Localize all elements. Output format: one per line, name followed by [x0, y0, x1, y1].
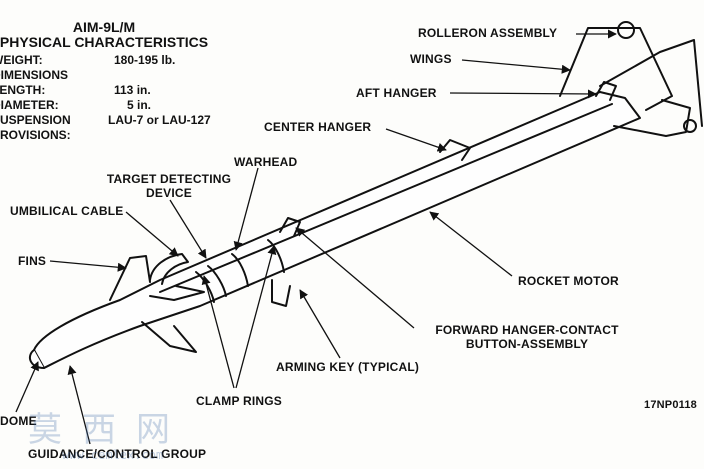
body-centerline: [159, 103, 613, 293]
leader-center-hanger: [385, 128, 447, 152]
label-wings: WINGS: [410, 52, 452, 66]
arming-key-shape: [271, 279, 291, 307]
label-forward-hanger-contact: FORWARD HANGER-CONTACT BUTTON-ASSEMBLY: [435, 323, 619, 351]
aft-hanger-shape: [595, 81, 617, 101]
label-warhead: WARHEAD: [234, 155, 298, 169]
fin-side: [149, 285, 205, 301]
label-guidance-control-group: GUIDANCE/CONTROL GROUP: [28, 447, 207, 461]
leader-clamp-rings-1: [201, 275, 235, 389]
specs-title: AIM-9L/M PHYSICAL CHARACTERISTICS: [0, 20, 210, 50]
leader-aft-hanger: [449, 89, 597, 99]
leader-rocket-motor: [429, 211, 513, 277]
label-fins: FINS: [18, 254, 47, 268]
leader-dome: [15, 361, 39, 413]
clamp-ring-2: [207, 265, 227, 297]
wing-lower: [613, 99, 691, 137]
umbilical-cable-shape: [149, 253, 189, 285]
label-clamp-rings: CLAMP RINGS: [196, 394, 282, 408]
rolleron-wheel-2: [683, 119, 697, 133]
label-rolleron-assembly: ROLLERON ASSEMBLY: [418, 26, 558, 40]
leader-arming-key: [299, 289, 341, 359]
specs-model: AIM-9L/M: [72, 19, 136, 35]
label-arming-key: ARMING KEY (TYPICAL): [276, 360, 420, 374]
watermark-url: www.cemlex.com: [62, 448, 164, 462]
leader-forward-hanger: [295, 227, 415, 329]
clamp-ring-1: [195, 271, 215, 303]
specs-heading: PHYSICAL CHARACTERISTICS: [0, 34, 209, 50]
watermark-text: 莫西网: [28, 410, 190, 450]
fin-upper: [109, 255, 151, 301]
label-target-detecting-device: TARGET DETECTING DEVICE: [106, 172, 232, 200]
leader-tdd: [169, 199, 207, 259]
leader-clamp-rings-2: [235, 245, 277, 389]
rolleron-wheel: [617, 21, 635, 39]
wing-strut: [599, 39, 703, 127]
leader-guidance: [67, 365, 91, 445]
label-dome: DOME: [0, 414, 37, 428]
label-aft-hanger: AFT HANGER: [356, 86, 437, 100]
leader-wings: [461, 59, 571, 74]
label-center-hanger: CENTER HANGER: [264, 120, 372, 134]
missile-body: [33, 91, 641, 369]
fin-lower: [141, 321, 197, 353]
clamp-ring-3: [267, 239, 285, 273]
leader-umbilical: [125, 211, 179, 257]
label-rocket-motor: ROCKET MOTOR: [518, 274, 619, 288]
leader-warhead: [233, 167, 259, 251]
leader-fins: [49, 260, 127, 272]
warhead-section: [231, 253, 249, 287]
label-umbilical-cable: UMBILICAL CABLE: [10, 204, 124, 218]
figure-id: 17NP0118: [644, 399, 697, 411]
